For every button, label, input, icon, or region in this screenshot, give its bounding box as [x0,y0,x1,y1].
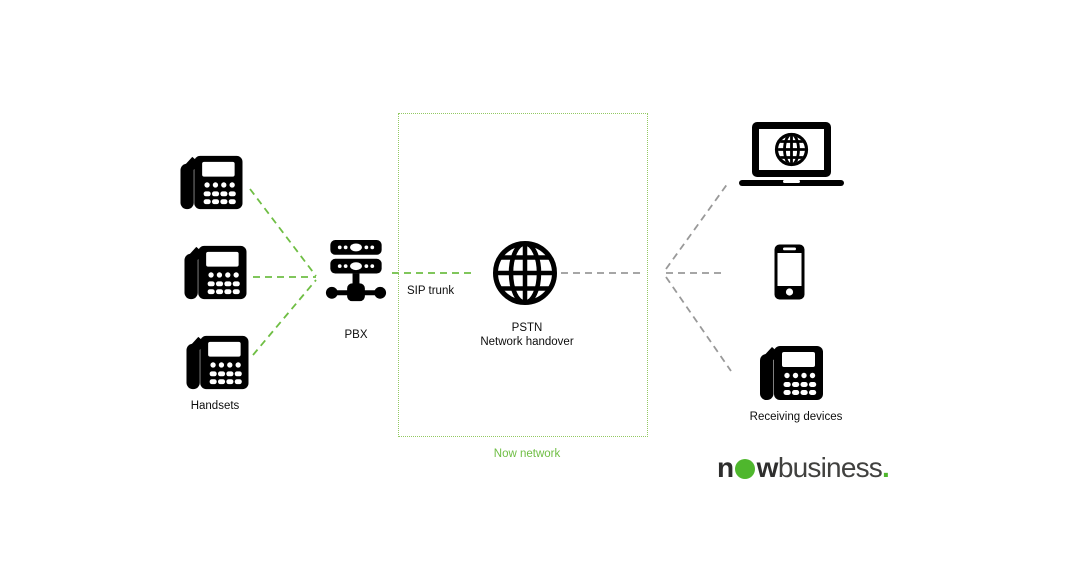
pbx-server-icon [324,240,388,313]
desk-phone-icon [181,240,249,303]
nowbusiness-logo: nowbusiness. [717,452,890,484]
connector-to-deskphone [665,276,732,372]
now-network-box [398,113,648,437]
logo-period: . [882,452,890,483]
logo-text-business: business [777,452,883,483]
logo-text-n: n [717,452,734,483]
connector-handset1-pbx [249,188,317,277]
pbx-label: PBX [344,329,368,341]
logo-text-w: w [756,452,779,483]
globe-icon [492,240,558,306]
desk-phone-icon [177,150,245,213]
connector-to-laptop [665,182,729,270]
sip-trunk-label: SIP trunk [407,285,455,297]
desk-phone-icon [757,339,825,405]
pstn-label: PSTN Network handover [447,321,607,349]
logo-o-disc-icon: o [735,459,756,479]
handsets-label: Handsets [190,400,240,412]
connector-handset3-pbx [252,279,317,356]
desk-phone-icon [183,330,251,393]
receiving-devices-label: Receiving devices [749,411,843,423]
now-network-caption: Now network [493,448,561,460]
smartphone-icon [774,244,805,300]
pstn-label-line1: PSTN [511,322,543,334]
laptop-globe-icon [739,122,844,186]
pstn-label-line2: Network handover [480,336,574,348]
